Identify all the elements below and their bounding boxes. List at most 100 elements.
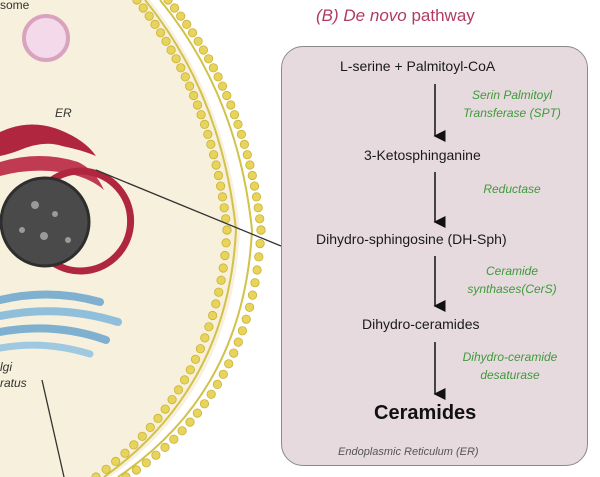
title-italic: De novo <box>343 6 407 25</box>
membrane-inner-line <box>103 0 238 477</box>
membrane-bead <box>144 11 154 21</box>
membrane-bead <box>216 181 226 191</box>
membrane-bead <box>167 394 177 405</box>
membrane-bead <box>189 90 199 101</box>
membrane-bead <box>199 399 210 409</box>
membrane-bead <box>249 181 260 191</box>
membrane-bead <box>222 225 232 235</box>
membrane-bead <box>211 299 221 309</box>
membrane-bead <box>255 239 265 249</box>
membrane-bead <box>138 3 148 13</box>
nucleolus-dot <box>31 201 39 209</box>
golgi-label-line2: ratus <box>0 376 27 390</box>
membrane-bead <box>217 192 228 202</box>
membrane-bead <box>224 359 234 369</box>
membrane-bead <box>217 81 228 91</box>
membrane-bead <box>185 81 195 91</box>
membrane-bead <box>111 456 121 466</box>
membrane-bead <box>247 290 258 300</box>
step-ketosphinganine: 3-Ketosphinganine <box>364 147 481 163</box>
membrane-bead <box>229 110 240 120</box>
step-dihydroceramides: Dihydro-ceramides <box>362 316 480 332</box>
panel-title: (B) De novo pathway <box>316 6 475 26</box>
membrane-bead <box>204 54 214 64</box>
membrane-bead <box>211 160 221 170</box>
membrane-bead <box>200 333 210 343</box>
panel-footer: Endoplasmic Reticulum (ER) <box>338 446 479 458</box>
golgi-stack <box>0 307 122 326</box>
membrane-bead <box>153 413 163 423</box>
lysosome <box>22 14 70 62</box>
membrane-bead <box>187 28 198 38</box>
golgi-stack <box>0 324 110 344</box>
membrane-bead <box>195 344 205 354</box>
step-substrate: L-serine + Palmitoyl-CoA <box>340 58 496 74</box>
nucleolus-dot <box>65 237 71 243</box>
membrane-bead <box>229 348 239 358</box>
membrane-bead <box>160 404 170 414</box>
membrane-bead <box>209 150 219 160</box>
membrane-bead <box>218 369 228 379</box>
golgi-connector-line <box>41 379 65 477</box>
membrane-bead <box>196 110 206 120</box>
membrane-bead <box>222 90 232 101</box>
golgi-stack <box>0 341 94 358</box>
lysosome-label: some <box>0 0 30 12</box>
membrane-bead <box>206 389 216 399</box>
membrane-bead <box>252 265 262 275</box>
membrane-bead <box>245 160 255 170</box>
membrane-bead <box>208 310 218 321</box>
membrane-bead <box>206 139 216 149</box>
membrane-beads <box>91 0 266 477</box>
membrane-bead <box>237 326 247 336</box>
membrane-bead <box>203 129 213 139</box>
membrane-bead <box>226 100 236 110</box>
membrane-bead <box>251 192 262 202</box>
nucleolus-dot <box>52 211 58 217</box>
membrane-bead <box>250 278 260 288</box>
membrane-bead <box>242 150 252 160</box>
membrane-bead <box>185 365 195 375</box>
product-ceramides: Ceramides <box>374 402 477 424</box>
membrane-bead <box>160 442 170 452</box>
membrane-bead <box>213 72 223 82</box>
membrane-bead <box>176 63 186 73</box>
membrane-bead <box>151 450 161 460</box>
membrane-bead <box>177 426 187 436</box>
membrane-bead <box>137 431 147 441</box>
membrane-bead <box>216 275 226 285</box>
membrane-bead <box>101 464 111 474</box>
membrane-bead <box>247 170 257 181</box>
nuclear-envelope <box>50 167 135 275</box>
nucleolus-dot <box>40 232 48 240</box>
membrane-bead <box>245 302 255 312</box>
membrane-bead <box>192 100 203 110</box>
membrane-bead <box>193 36 203 46</box>
membrane-bead <box>169 3 180 13</box>
membrane-bead <box>192 408 202 418</box>
membrane-bead <box>254 252 264 262</box>
membrane-bead <box>241 314 251 324</box>
membrane-bead <box>182 19 192 30</box>
membrane-bead <box>233 119 243 130</box>
membrane-bead <box>185 417 195 427</box>
membrane-bead <box>220 250 230 261</box>
membrane-bead <box>256 225 266 235</box>
membrane-bead <box>218 263 228 273</box>
nucleolus-dot <box>19 227 25 233</box>
golgi-stack <box>0 290 104 306</box>
membrane-bead <box>255 214 265 224</box>
membrane-bead <box>131 465 141 475</box>
membrane-bead <box>212 379 222 389</box>
membrane-bead <box>166 45 176 55</box>
membrane-outer-line <box>117 0 254 477</box>
membrane-bead <box>214 287 224 297</box>
er-connector-line <box>95 169 282 247</box>
membrane-bead <box>150 19 160 30</box>
membrane-bead <box>173 385 184 395</box>
membrane-bead <box>208 63 218 73</box>
membrane-bead <box>180 72 190 82</box>
